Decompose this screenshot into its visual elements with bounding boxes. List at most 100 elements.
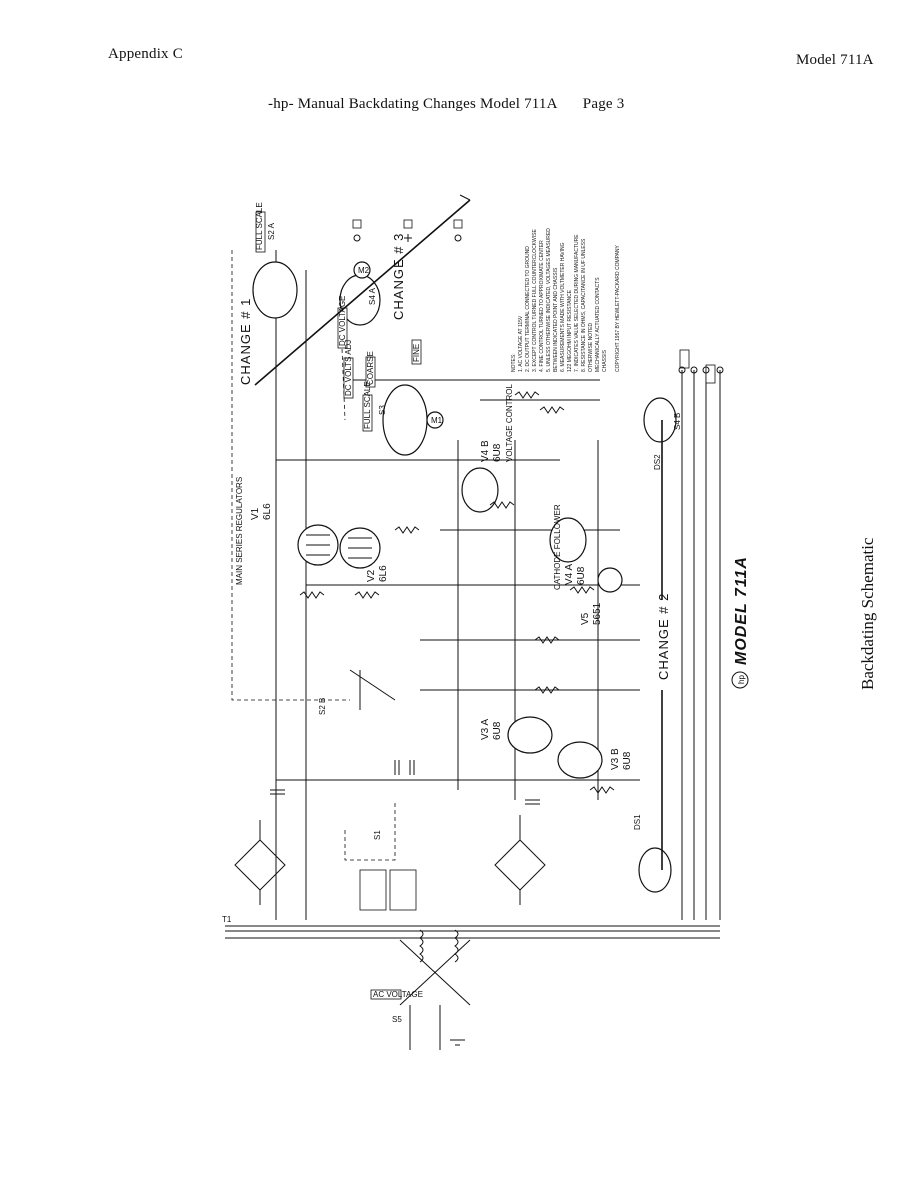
terminal	[702, 366, 710, 374]
m2-label: M2	[358, 266, 370, 275]
switch-s1: S1	[359, 830, 417, 911]
change-1-label: CHANGE # 1	[238, 298, 253, 385]
capacitor	[409, 760, 415, 775]
resistor	[589, 786, 615, 794]
note-5b: BETWEEN INDICATED POINT AND CHASSIS	[553, 267, 559, 372]
hp-logo-icon	[731, 671, 749, 689]
terminal	[716, 366, 724, 374]
s4b-label: S4 B	[673, 413, 682, 430]
note-6: 6. MEASUREMENTS MADE WITH VOLTMETER HAVI…	[560, 242, 566, 372]
lamp-ds1: DS1	[633, 814, 672, 893]
fine-label: FINE	[412, 344, 421, 362]
v2-label: V2	[366, 569, 377, 582]
change-1-pointer	[459, 194, 471, 201]
ds1-label: DS1	[633, 814, 642, 830]
terminal-box	[705, 364, 716, 384]
resistor	[569, 586, 595, 594]
v3a-label: V3 A	[480, 719, 491, 740]
lamp-ds2: S4 B DS2	[643, 397, 682, 470]
schematic-group: AC VOLTAGE T1 S5 V1 6L6 V2 6L6	[222, 194, 750, 1050]
model-mark-text: MODEL 711A	[733, 556, 750, 665]
note-7: 7. INDICATES VALUE SELECTED DURING MANUF…	[574, 234, 580, 372]
tube-v1: V1 6L6	[250, 503, 339, 566]
v4a-label: V4 A	[564, 564, 575, 585]
mechanical-link	[339, 299, 346, 421]
change-3-label: CHANGE # 3	[391, 233, 406, 320]
note-3: 3. EXCEPT CONTROL TURNED FULL COUNTERCLO…	[532, 229, 538, 372]
resistor	[534, 686, 560, 694]
tube-v5: V5 5651	[580, 567, 623, 625]
resistor	[514, 391, 540, 399]
meter-section: M2 M1 FULL SCALE S2 A DC VOLTAGE DC VOLT…	[252, 202, 463, 456]
s4a-label: S4 A	[368, 287, 377, 305]
note-4: 4. FINE CONTROL TURNED TO APPROXIMATE CE…	[539, 240, 545, 372]
note-8b: OTHERWISE NOTED	[588, 323, 594, 372]
v4b-label: V4 B	[480, 440, 491, 462]
bridge-rectifier-2	[494, 815, 546, 905]
header-left: Appendix C	[108, 46, 183, 62]
resistor	[354, 591, 380, 599]
mechanical-link	[231, 250, 350, 701]
resistor	[394, 526, 420, 534]
full-scale-label-1: FULL SCALE	[255, 202, 264, 250]
ac-voltage-label: AC VOLTAGE	[373, 990, 423, 999]
tube-v2: V2 6L6	[339, 527, 389, 582]
capacitor	[525, 799, 540, 805]
model-mark: hp MODEL 711A	[731, 556, 750, 689]
note-9: MECHANICALLY ACTUATED CONTACTS	[595, 277, 601, 372]
v3b-label: V3 B	[610, 748, 621, 770]
v4b-function: VOLTAGE CONTROL	[505, 384, 514, 462]
note-8: 8. RESISTANCE IN OHMS, CAPACITANCE IN UF…	[581, 238, 587, 372]
section-title: MAIN SERIES REGULATORS	[235, 477, 244, 585]
terminal	[690, 366, 698, 374]
capacitor	[394, 760, 400, 775]
note-6b: 122 MEGOHM INPUT RESISTANCE	[567, 289, 573, 372]
s2b-label: S2 B	[318, 698, 327, 715]
ds2-label: DS2	[653, 454, 662, 470]
s1-label: S1	[373, 830, 382, 840]
terminal	[678, 366, 686, 374]
s3-label: S3	[378, 405, 387, 415]
notes-block: NOTES: 1. AC VOLTAGE AT 115V 2. DC OUTPU…	[511, 228, 621, 372]
bridge-rectifier-1	[234, 820, 286, 905]
coarse-label: COARSE	[366, 351, 375, 385]
terminal-box	[679, 349, 690, 369]
v1-label: V1	[250, 507, 261, 520]
note-5: 5. UNLESS OTHERWISE INDICATED, VOLTAGES …	[546, 228, 552, 372]
resistor	[299, 591, 325, 599]
v4a-type: 6U8	[576, 566, 587, 585]
note-10: CHASSIS	[602, 349, 608, 372]
tube-v4: CATHODE FOLLOWER V4 A 6U8 V4 B 6U8 VOLTA…	[461, 384, 587, 590]
v5-label: V5	[580, 612, 591, 625]
full-scale-label-2: FULL SCALE	[363, 381, 372, 429]
transformer-t1: AC VOLTAGE T1	[222, 915, 471, 1006]
v5-type: 5651	[592, 602, 603, 625]
switch-s2b: S2 B	[318, 669, 396, 715]
page-title-text: -hp- Manual Backdating Changes Model 711…	[268, 96, 557, 112]
note-1: 1. AC VOLTAGE AT 115V	[518, 315, 524, 372]
line-cord: S5	[392, 1005, 465, 1050]
mechanical-link	[344, 800, 396, 861]
change-1-pointer	[254, 199, 471, 386]
resistor	[534, 636, 560, 644]
v4a-function: CATHODE FOLLOWER	[553, 504, 562, 590]
hp-logo-text: hp	[737, 675, 746, 684]
s5-label: S5	[392, 1015, 402, 1024]
page-number: Page 3	[582, 96, 625, 112]
header-right: Model 711A	[796, 52, 874, 68]
dc-volts-adj-label: DC VOLTS ADJ	[344, 340, 353, 396]
resistor	[489, 501, 515, 509]
notes-title: NOTES:	[511, 353, 517, 372]
v4b-type: 6U8	[492, 443, 503, 462]
s2a-label: S2 A	[267, 222, 276, 240]
copyright: COPYRIGHT 1957 BY HEWLETT-PACKARD COMPAN…	[615, 244, 621, 372]
v2-type: 6L6	[378, 565, 389, 582]
note-2: 2. DC OUTPUT TERMINAL CONNECTED TO GROUN…	[525, 246, 531, 372]
m1-label: M1	[431, 416, 443, 425]
change-2-label: CHANGE # 2	[656, 593, 671, 680]
page-title: -hp- Manual Backdating Changes Model 711…	[268, 96, 624, 113]
t1-label: T1	[222, 915, 232, 924]
v1-type: 6L6	[262, 503, 273, 520]
resistor	[539, 406, 565, 414]
